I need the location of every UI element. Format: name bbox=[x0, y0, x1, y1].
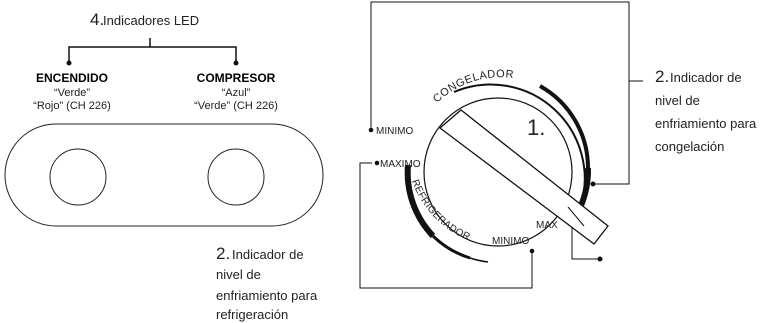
freezer-min-label: MINIMO bbox=[376, 126, 413, 137]
fridge-level-arc-mid bbox=[431, 234, 471, 260]
fridge-callout-number: 2. bbox=[216, 244, 230, 263]
fridge-callout-line-4: refrigeración bbox=[216, 307, 288, 322]
knob-max-label: MAX bbox=[536, 220, 558, 231]
fridge-max-dot bbox=[374, 160, 380, 166]
freezer-callout-line-3: enfriamiento para bbox=[655, 116, 757, 131]
dial-knob-groove bbox=[567, 206, 585, 227]
fridge-min-label: MINIMO bbox=[492, 236, 529, 247]
freezer-callout-line-1: Indicador de bbox=[670, 70, 742, 85]
fridge-level-connector bbox=[359, 162, 533, 289]
led-section-number: 4. bbox=[90, 10, 104, 29]
freezer-level-dot bbox=[590, 181, 596, 187]
led-bracket-dot-right bbox=[233, 60, 239, 66]
compresor-color-2: “Verde” (CH 226) bbox=[194, 100, 278, 112]
freezer-min-dot bbox=[368, 127, 374, 133]
fridge-level-arc-thin bbox=[469, 257, 489, 263]
dial-knob-pointer[interactable] bbox=[438, 109, 609, 245]
thermostat-dial: 1. CONGELADOR REFRIGERADOR MINIMO MAXIMO… bbox=[376, 68, 609, 263]
led-section-title: Indicadores LED bbox=[103, 13, 199, 28]
compresor-color-1: “Azul” bbox=[222, 87, 251, 99]
knob-max-end-dot bbox=[597, 256, 603, 262]
fridge-callout-line-3: enfriamiento para bbox=[216, 288, 318, 303]
encendido-label: ENCENDIDO bbox=[36, 71, 108, 85]
freezer-callout: 2. Indicador de nivel de enfriamiento pa… bbox=[655, 67, 757, 154]
knob-max-connector bbox=[571, 225, 600, 260]
fridge-min-dot bbox=[529, 248, 535, 254]
freezer-level-connector bbox=[593, 81, 630, 185]
fridge-callout-line-2: nivel de bbox=[216, 267, 261, 282]
connector-lines bbox=[359, 1, 643, 289]
dial-number: 1. bbox=[527, 115, 545, 140]
compresor-led bbox=[207, 148, 265, 206]
led-bracket-dot-left bbox=[66, 60, 72, 66]
led-indicators-section: 4. Indicadores LED ENCENDIDO “Verde” “Ro… bbox=[4, 10, 324, 227]
encendido-color-2: “Rojo” (CH 226) bbox=[33, 100, 111, 112]
freezer-min-connector bbox=[370, 1, 643, 130]
compresor-label: COMPRESOR bbox=[197, 71, 276, 85]
freezer-callout-line-4: congelación bbox=[655, 139, 724, 154]
encendido-color-1: “Verde” bbox=[54, 87, 90, 99]
freezer-level-arc-mid bbox=[539, 84, 590, 169]
encendido-led bbox=[49, 148, 107, 206]
fridge-callout: 2. Indicador de nivel de enfriamiento pa… bbox=[216, 244, 318, 322]
fridge-callout-line-1: Indicador de bbox=[232, 247, 304, 262]
freezer-callout-line-2: nivel de bbox=[655, 93, 700, 108]
fridge-max-label: MAXIMO bbox=[380, 159, 421, 170]
fridge-level-arc-thick bbox=[404, 164, 436, 239]
freezer-callout-number: 2. bbox=[655, 67, 669, 86]
led-bracket-line bbox=[68, 38, 237, 62]
